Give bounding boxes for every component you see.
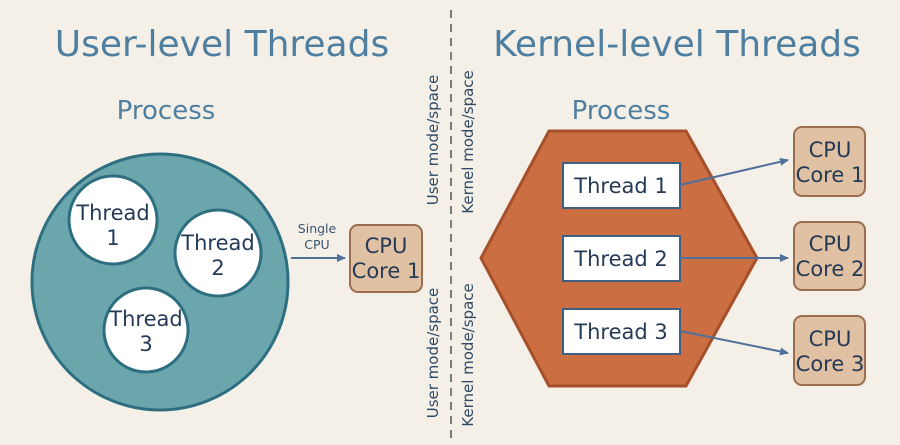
user-thread-2-line1: Thread [180,231,254,255]
kernel-cpu-3-line2: Core 3 [796,352,865,376]
kernel-cpu-3-line1: CPU [809,327,852,351]
kernel-cpu-core-1: CPU Core 1 [793,126,866,197]
kernel-cpu-core-2: CPU Core 2 [793,221,866,291]
user-thread-2-line2: 2 [211,256,224,280]
kernel-cpu-2-line1: CPU [809,232,852,256]
single-cpu-label-line2: CPU [304,237,329,252]
kernel-thread-2: Thread 2 [562,235,681,282]
kernel-cpu-1-line1: CPU [809,138,852,162]
kernel-thread-2-box [562,235,681,282]
kernel-thread-1-label: Thread 1 [573,174,667,198]
user-thread-1-circle [67,174,159,266]
user-thread-1: Thread 1 [67,174,159,266]
kernel-thread-1-box [562,162,681,209]
user-thread-1-line1: Thread [75,201,149,225]
user-cpu-line2: Core 1 [352,259,421,283]
user-cpu-box [349,224,423,293]
user-thread-3: Thread 3 [102,286,190,374]
arrow-thread3-to-core3 [679,330,789,356]
kernel-cpu-1-box [793,126,866,197]
kernel-thread-3-label: Thread 3 [573,320,667,344]
kernel-cpu-2-line2: Core 2 [796,257,865,281]
user-thread-1-line2: 1 [106,226,119,250]
kernel-thread-1: Thread 1 [562,162,681,209]
top-kernel-mode-label: Kernel mode/space [459,70,477,214]
user-cpu-line1: CPU [365,234,408,258]
user-thread-2-circle [173,208,263,298]
kernel-cpu-1-line2: Core 1 [796,163,865,187]
user-thread-2: Thread 2 [173,208,263,298]
user-thread-3-line1: Thread [108,307,182,331]
kernel-thread-3-box [562,308,681,355]
kernel-thread-3: Thread 3 [562,308,681,355]
arrow-thread1-to-core1 [679,157,789,186]
user-thread-3-line2: 3 [139,332,152,356]
user-level-title: User-level Threads [55,24,389,65]
bottom-kernel-mode-label: Kernel mode/space [459,283,477,427]
user-cpu-core-1: CPU Core 1 [349,224,423,293]
single-cpu-label-line1: Single [298,221,337,236]
kernel-cpu-3-box [793,315,866,386]
user-thread-3-circle [102,286,190,374]
kernel-thread-2-label: Thread 2 [573,247,667,271]
kernel-level-title: Kernel-level Threads [493,24,861,65]
bottom-user-mode-label: User mode/space [424,288,442,419]
kernel-cpu-core-3: CPU Core 3 [793,315,866,386]
kernel-process-label: Process [572,96,671,126]
user-process-label: Process [117,96,216,126]
kernel-cpu-2-box [793,221,866,291]
top-user-mode-label: User mode/space [424,75,442,206]
